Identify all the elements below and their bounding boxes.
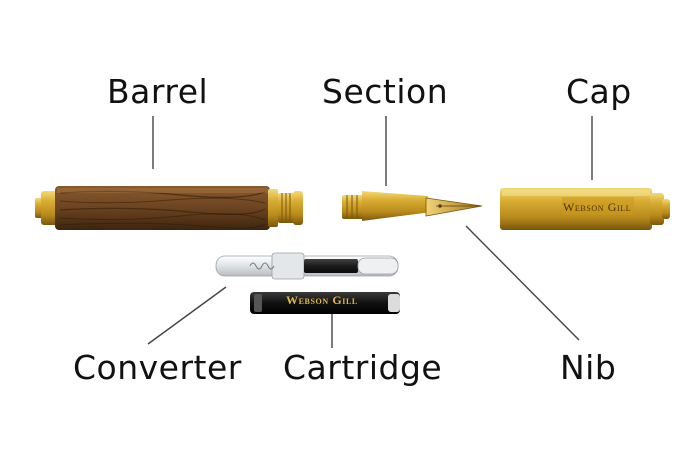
cap-brand-imprint: Webson Gill bbox=[563, 200, 632, 214]
converter-leader-line bbox=[147, 286, 227, 345]
cap-label: Cap bbox=[566, 72, 632, 111]
cartridge-label: Cartridge bbox=[283, 348, 443, 387]
converter-part bbox=[215, 252, 399, 280]
section-part bbox=[342, 191, 432, 221]
section-label: Section bbox=[322, 72, 449, 111]
barrel-part bbox=[35, 186, 303, 230]
cartridge-brand-imprint: Webson Gill bbox=[286, 293, 358, 307]
converter-label: Converter bbox=[73, 348, 242, 387]
nib-part bbox=[425, 197, 483, 217]
barrel-label: Barrel bbox=[107, 72, 209, 111]
nib-label: Nib bbox=[560, 348, 617, 387]
cap-part bbox=[500, 188, 670, 230]
cartridge-part bbox=[250, 292, 400, 314]
nib-leader-line bbox=[465, 225, 580, 341]
